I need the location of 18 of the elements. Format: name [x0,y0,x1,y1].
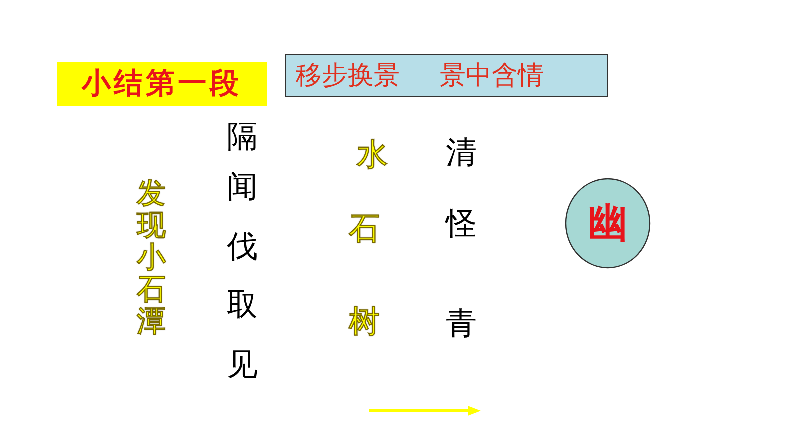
feature-character: 清 [446,136,477,170]
key-character: 闻 [227,170,258,204]
theme-banner [285,54,608,97]
key-character: 隔 [227,120,258,154]
scene-character: 树 [349,305,380,340]
key-character: 见 [227,348,258,382]
section-title: 小结第一段 [82,65,242,102]
key-word: 幽 [588,200,628,249]
title-banner [57,62,267,106]
key-character: 取 [227,288,258,322]
scene-character: 石 [349,212,380,246]
vertical-caption: 发现小石潭 [137,178,166,338]
theme-text: 景中含情 [440,60,544,93]
scene-character: 水 [357,138,388,172]
feature-character: 怪 [446,207,477,242]
key-character: 伐 [227,230,258,264]
feature-character: 青 [446,307,477,342]
theme-text: 移步换景 [296,60,400,93]
